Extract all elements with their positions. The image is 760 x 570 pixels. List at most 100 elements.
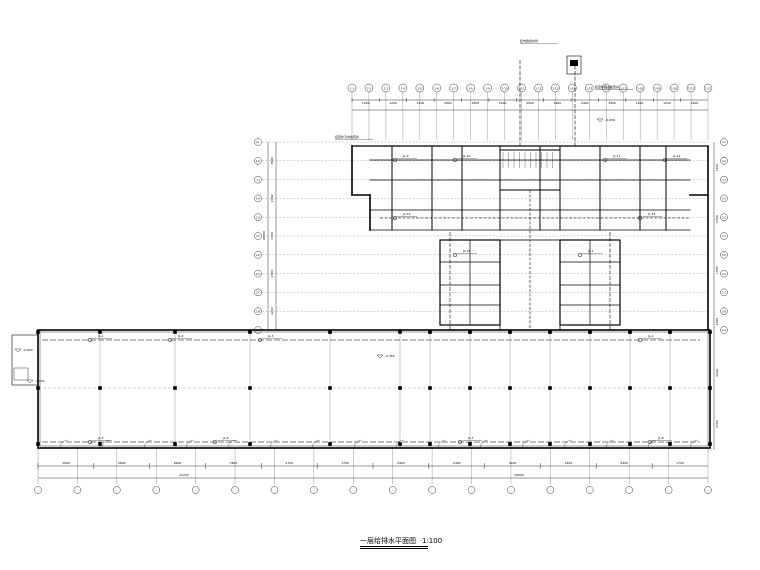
- pipe-riser-icon: [577, 252, 583, 258]
- structural-column: [508, 330, 512, 334]
- grid-bubble-right: [720, 288, 728, 297]
- grid-label-top: 1-3: [384, 87, 389, 91]
- grid-bubble-left: [254, 232, 262, 240]
- pipe-riser-icon: [212, 439, 218, 445]
- structural-column: [328, 330, 332, 334]
- pipe-riser-icon: [87, 439, 93, 445]
- dimension-lines: [37, 98, 715, 479]
- grid-label-top: 1-4: [401, 87, 406, 91]
- pipe-label: JL-13: [402, 212, 410, 216]
- structural-column: [668, 386, 672, 390]
- caption-underline-thin: [360, 548, 428, 549]
- pipe-riser-icon: [87, 337, 93, 343]
- grid-label-right: 1-H: [722, 198, 726, 201]
- level-mark-text: -0.600: [23, 348, 33, 352]
- structural-column: [508, 386, 512, 390]
- structural-column: [588, 386, 592, 390]
- grid-bubble-bottom: [113, 486, 121, 494]
- door-swing: [479, 439, 489, 449]
- dim-text-top: 2400: [581, 101, 589, 105]
- structural-column: [328, 386, 332, 390]
- note-label: 接市政给水管: [520, 38, 538, 43]
- structural-column: [548, 442, 552, 446]
- grid-bubble-left: [254, 157, 262, 165]
- pipe-label: JL-7: [467, 436, 474, 440]
- dim-text-top: 1200: [389, 101, 397, 105]
- dim-text-bottom: 6600: [174, 461, 182, 465]
- grid-bubble-top: [568, 83, 577, 93]
- structural-column: [248, 330, 252, 334]
- dim-text-bottom: 7800: [230, 461, 238, 465]
- grid-label-right: 1-G: [722, 216, 726, 219]
- dim-text-top: 1400: [690, 101, 698, 105]
- grid-bubble-bottom: [546, 486, 555, 494]
- grid-label-top: 1-19: [654, 87, 660, 91]
- pipe-label: JL-5: [97, 436, 104, 440]
- grid-bubble-bottom: [152, 486, 160, 494]
- grid-label-right: 1-C: [722, 292, 726, 295]
- grid-label-top: 1-11: [519, 87, 525, 91]
- entry-annex: [11, 334, 39, 386]
- grid-label-top: 1-10: [502, 87, 508, 91]
- grid-label-left: 1-K: [256, 160, 260, 163]
- pipe-network: [42, 55, 700, 445]
- note-label: 接室外雨水检查井: [595, 84, 619, 89]
- grid-label-right: 1-J: [722, 179, 726, 182]
- grid-label-top: 1-8: [469, 87, 474, 91]
- grid-bubble-right: [720, 175, 728, 184]
- structural-column: [628, 386, 632, 390]
- structural-column: [248, 386, 252, 390]
- structural-column: [548, 330, 552, 334]
- level-mark-icon: [596, 118, 604, 123]
- grid-bubble-top: [602, 83, 611, 93]
- door-swing: [353, 439, 363, 449]
- level-mark-text: -0.600: [35, 379, 45, 383]
- grid-label-left: 1-J: [256, 179, 260, 182]
- structural-column: [173, 330, 177, 334]
- grid-bubble-right: [720, 251, 728, 259]
- grid-label-left: 1-H: [256, 198, 260, 201]
- grid-bubble-bottom: [191, 486, 200, 494]
- grid-bubble-top: [500, 83, 509, 93]
- grid-bubble-bottom: [586, 486, 594, 494]
- dim-text-top: 1400: [362, 101, 370, 105]
- grid-bubble-top: [347, 83, 357, 93]
- door-swing: [521, 439, 531, 449]
- pipe-label: JL-11: [612, 154, 620, 158]
- grid-bubble-bottom: [270, 486, 279, 494]
- dim-text-bottom: 3900: [509, 461, 517, 465]
- commercial-inner: [39, 331, 709, 447]
- grid-bubble-top: [551, 83, 560, 93]
- grid-label-left: 1-L: [256, 141, 260, 144]
- structural-column: [628, 330, 632, 334]
- building-walls: [11, 145, 712, 449]
- structural-column: [588, 442, 592, 446]
- door-swing: [59, 439, 69, 449]
- pipe-label: JL-9: [402, 154, 409, 158]
- grid-label-top: 1-2: [367, 87, 372, 91]
- dim-total-bottom-right: 29900: [514, 473, 524, 477]
- meter-box: [566, 55, 582, 75]
- grid-bubble-right: [720, 269, 728, 278]
- grid-label-right: 1-F: [722, 235, 726, 238]
- grid-bubble-bottom: [231, 486, 239, 494]
- dim-text-top: 3900: [608, 101, 616, 105]
- structural-column: [548, 386, 552, 390]
- pipe-riser-icon: [457, 439, 463, 445]
- pipe-label: JL-15: [462, 249, 470, 253]
- structural-column: [428, 330, 432, 334]
- grid-bubble-bottom: [34, 486, 42, 494]
- grid-bubble-bottom: [664, 486, 673, 494]
- dim-text-top: 3900: [444, 101, 452, 105]
- structural-column: [248, 442, 252, 446]
- grid-label-top: 1-9: [485, 87, 490, 91]
- door-swing: [143, 439, 153, 449]
- grid-label-top: 1-21: [688, 87, 694, 91]
- grid-bubble-top: [619, 83, 628, 93]
- grid-bubble-right: [720, 232, 728, 240]
- pipe-label: JL-10: [462, 154, 470, 158]
- dim-text-right: 2700: [715, 420, 719, 428]
- structural-column: [36, 330, 40, 334]
- grid-label-left: 1-B: [256, 310, 260, 313]
